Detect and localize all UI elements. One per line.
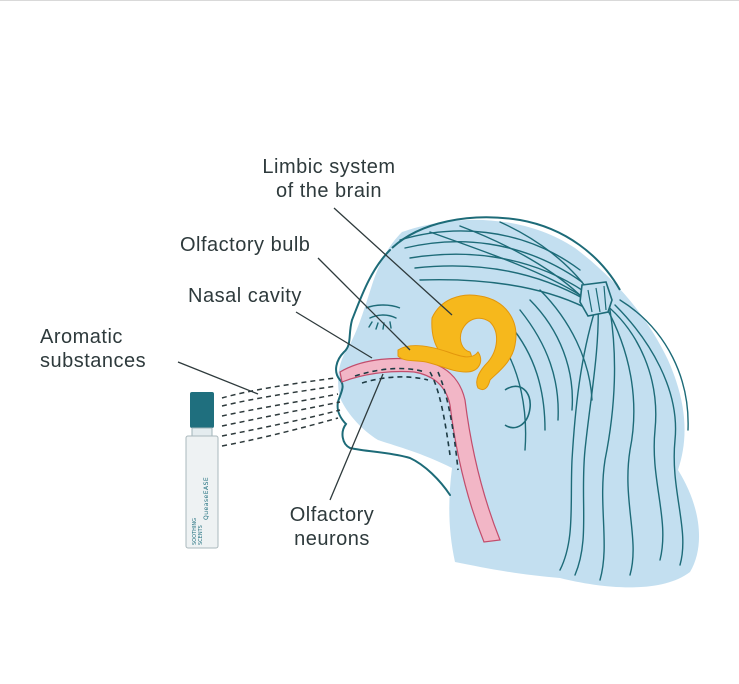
eyebrow [365, 304, 401, 309]
skull-outline [391, 216, 621, 291]
inhaler: QueaseEASE SOOTHING SCENTS [185, 392, 219, 549]
label-aromatic-substances: Aromatic substances [40, 325, 146, 373]
inhaler-side-text-1: SOOTHING [192, 518, 198, 545]
olfactory-neurons [354, 367, 459, 471]
olfactory-bulb [397, 345, 482, 373]
leader-lines [177, 207, 453, 501]
leader-aromatic [177, 361, 259, 395]
ponytail [559, 299, 689, 581]
label-aromatic-line1: Aromatic [40, 326, 123, 348]
head-fill [338, 219, 700, 588]
label-olfactory-neurons: Olfactory neurons [272, 503, 392, 551]
label-limbic-line2: of the brain [275, 180, 383, 202]
eye [368, 314, 397, 330]
leader-bulb [317, 257, 411, 351]
hair-tie [579, 281, 613, 317]
label-limbic-system: Limbic system of the brain [244, 155, 414, 203]
leader-limbic [333, 207, 453, 316]
ear [504, 385, 531, 429]
label-neurons-line1: Olfactory [289, 504, 375, 526]
label-aromatic-line2: substances [40, 350, 147, 372]
leader-neurons [329, 373, 384, 501]
label-olfactory-bulb: Olfactory bulb [180, 234, 311, 256]
leader-nasal [295, 311, 373, 359]
inhaler-cap [190, 392, 214, 428]
label-nasal-cavity: Nasal cavity [188, 285, 302, 307]
aroma-flow [221, 377, 341, 447]
inhaler-side-text-2: SCENTS [198, 525, 204, 545]
label-neurons-line2: neurons [294, 528, 370, 550]
top-divider [0, 0, 739, 1]
inhaler-body [185, 435, 219, 549]
label-limbic-line1: Limbic system [262, 156, 396, 178]
hair-strands [399, 221, 593, 451]
inhaler-brand: QueaseEASE [203, 477, 210, 520]
